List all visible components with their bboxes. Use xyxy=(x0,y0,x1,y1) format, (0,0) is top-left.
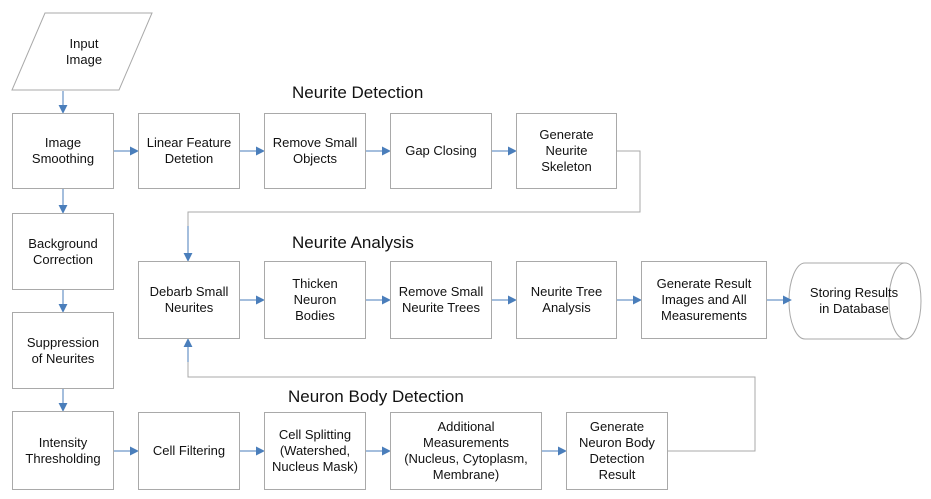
connector-skeleton-to-debarb xyxy=(187,150,641,228)
additional-measurements-box: Additional Measurements (Nucleus, Cytopl… xyxy=(390,412,542,490)
title-neurite-detection: Neurite Detection xyxy=(292,83,424,102)
title-neuron-body-detection: Neuron Body Detection xyxy=(288,387,464,406)
input-image-shape xyxy=(11,12,153,91)
title-neurite-analysis: Neurite Analysis xyxy=(292,233,414,252)
debarb-small-neurites-box: Debarb Small Neurites xyxy=(138,261,240,339)
suppression-of-neurites-box: Suppression of Neurites xyxy=(12,312,114,389)
neurite-tree-analysis-box: Neurite Tree Analysis xyxy=(516,261,617,339)
remove-small-objects-box: Remove Small Objects xyxy=(264,113,366,189)
intensity-thresholding-box: Intensity Thresholding xyxy=(12,411,114,490)
thicken-neuron-bodies-box: Thicken Neuron Bodies xyxy=(264,261,366,339)
linear-feature-detection-box: Linear Feature Detetion xyxy=(138,113,240,189)
gap-closing-box: Gap Closing xyxy=(390,113,492,189)
remove-small-neurite-trees-box: Remove Small Neurite Trees xyxy=(390,261,492,339)
cell-filtering-box: Cell Filtering xyxy=(138,412,240,490)
background-correction-box: Background Correction xyxy=(12,213,114,290)
input-image-label: Input Image xyxy=(65,35,103,67)
generate-neurite-skeleton-box: Generate Neurite Skeleton xyxy=(516,113,617,189)
database-cylinder xyxy=(788,262,922,340)
cell-splitting-box: Cell Splitting (Watershed, Nucleus Mask) xyxy=(264,412,366,490)
connector-body-result-to-debarb xyxy=(187,360,756,452)
generate-result-images-box: Generate Result Images and All Measureme… xyxy=(641,261,767,339)
image-smoothing-box: Image Smoothing xyxy=(12,113,114,189)
generate-neuron-body-result-box: Generate Neuron Body Detection Result xyxy=(566,412,668,490)
storing-results-label: Storing Results in Database xyxy=(809,285,899,316)
